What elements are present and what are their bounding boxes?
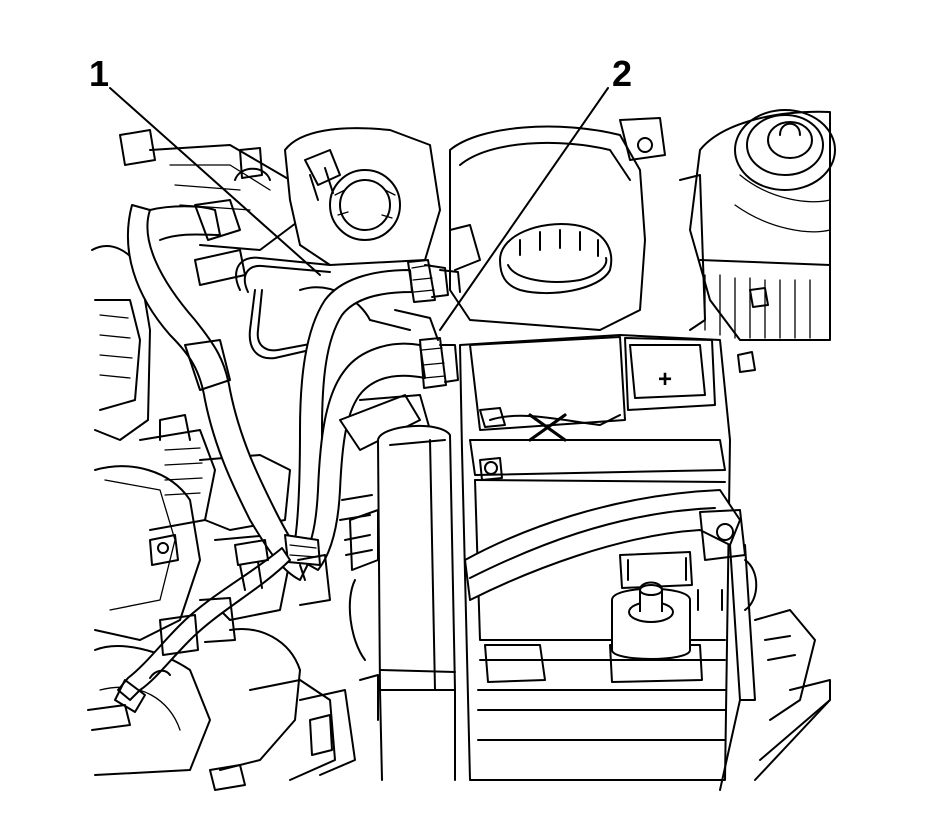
right-lower-structure [754, 609, 831, 781]
coolant-reservoir [234, 127, 441, 266]
callout-2-label: 2 [612, 53, 632, 94]
positive-terminal-symbol: + [658, 366, 672, 393]
lower-hose [87, 547, 291, 731]
upper-radiator-hose [126, 199, 311, 581]
callout-leader-lines [109, 87, 609, 331]
sensor-connectors [149, 494, 373, 656]
strut-tower [679, 109, 836, 373]
callout-1-leader [109, 87, 321, 276]
battery: + [459, 334, 731, 781]
fluid-reservoir [449, 117, 666, 331]
air-intake-duct [344, 424, 456, 781]
heater-outlet-hose [299, 337, 459, 571]
battery-hold-down [464, 489, 758, 791]
callout-1-label: 1 [89, 53, 109, 94]
callout-2-leader [439, 87, 609, 331]
left-engine-components [91, 129, 356, 791]
